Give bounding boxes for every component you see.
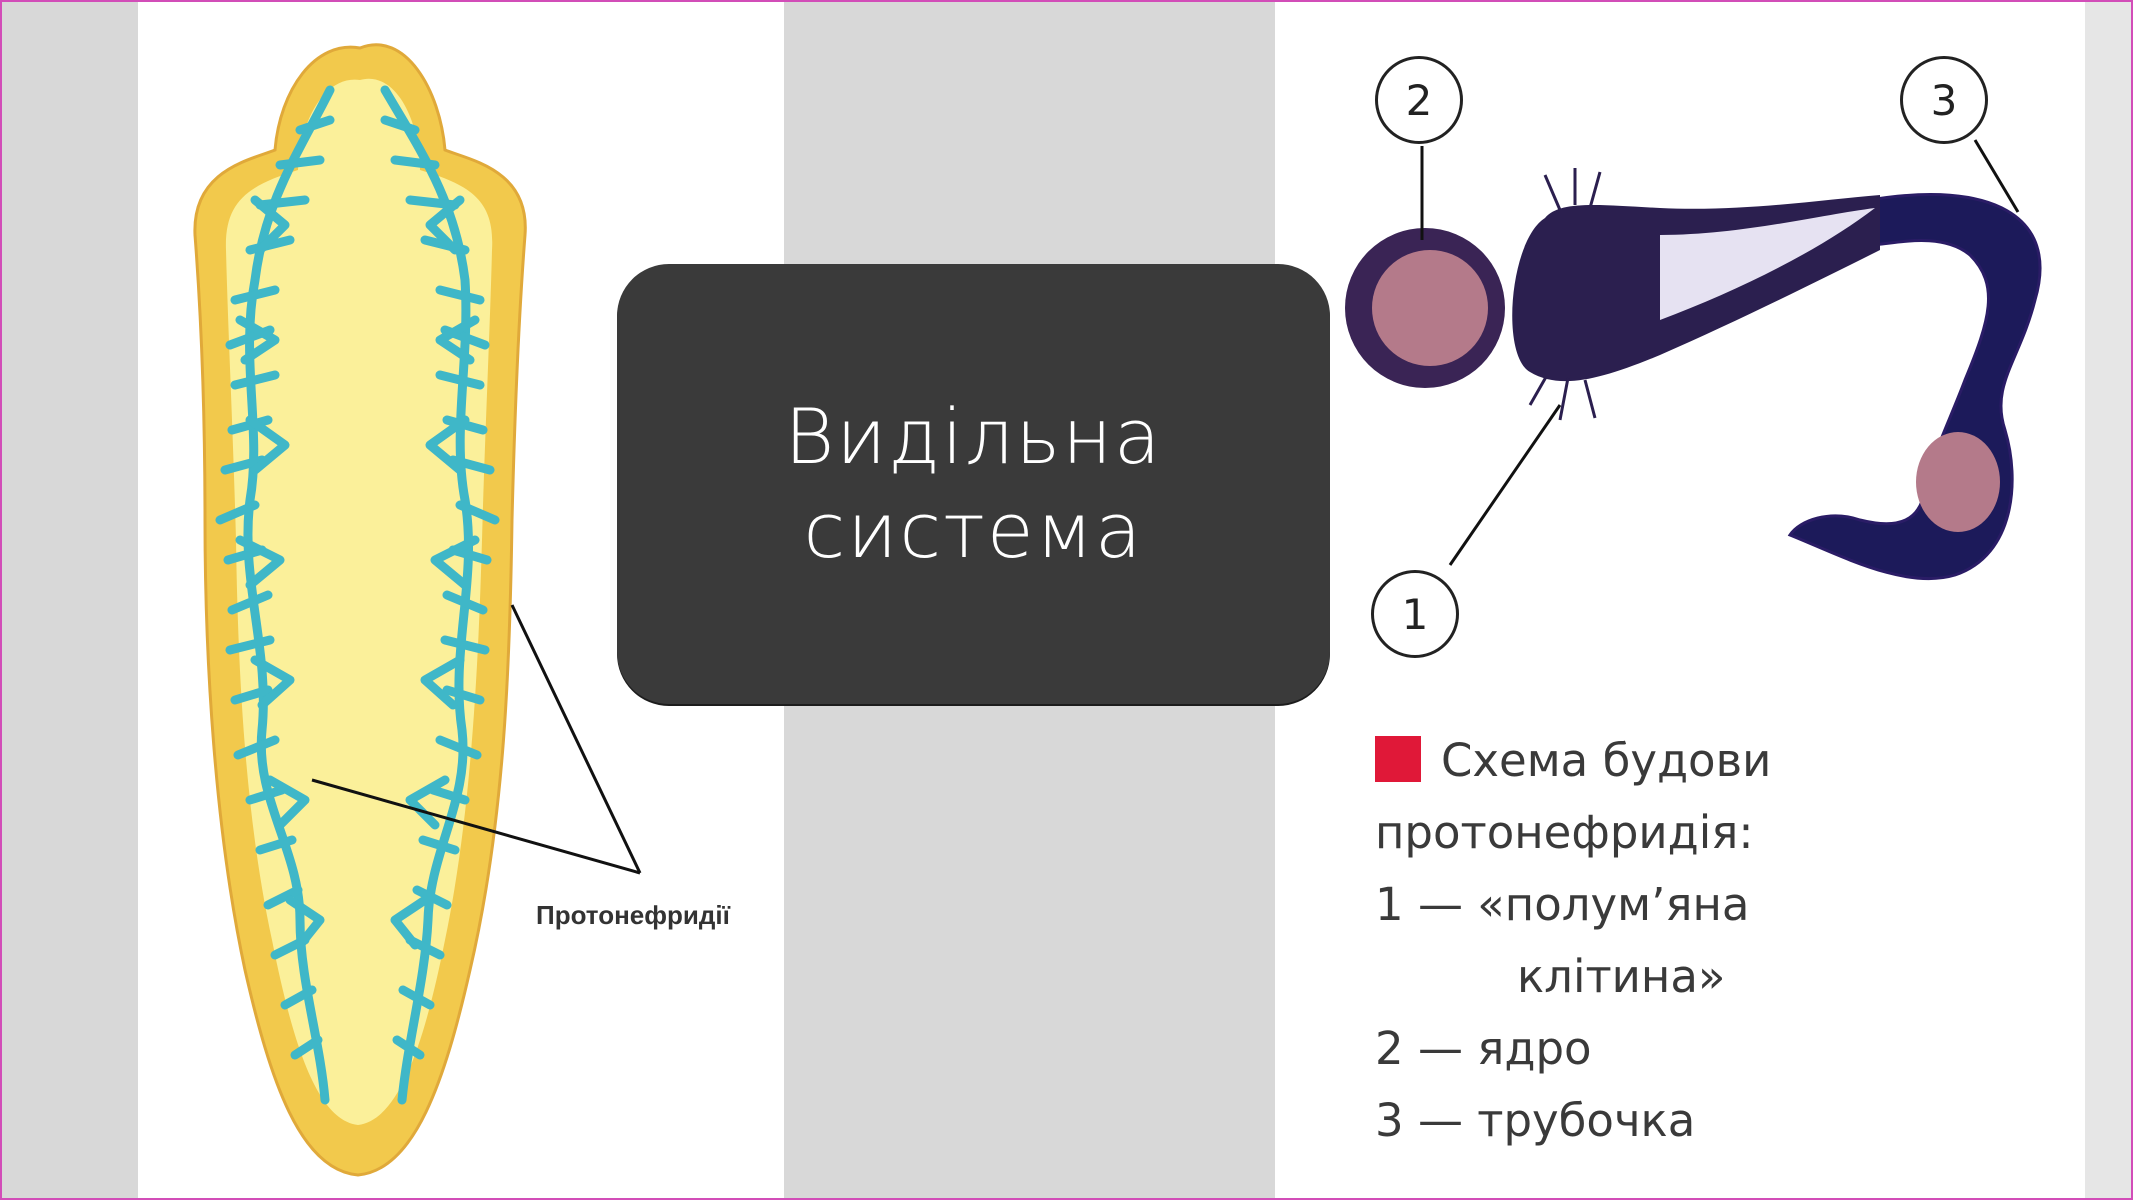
legend-caption-line2: протонефридія: [1375, 806, 1754, 859]
nucleus [1372, 250, 1488, 366]
legend-num: 2 [1375, 1022, 1404, 1075]
protonephridium-legend: Схема будови протонефридія: 1 — «полум’я… [1375, 725, 2075, 1157]
legend-marker [1375, 736, 1421, 782]
slide-title-line2: система [803, 486, 1144, 575]
legend-dash: — [1417, 1094, 1463, 1147]
cilia [1528, 168, 1602, 421]
legend-dash: — [1417, 1022, 1463, 1075]
legend-num: 3 [1375, 1094, 1404, 1147]
tubule-nucleus [1916, 432, 2000, 532]
legend-text: ядро [1477, 1022, 1592, 1075]
legend-text: «полум’яна [1477, 878, 1750, 931]
legend-caption-line1: Схема будови [1375, 725, 2075, 797]
legend-item-2: 2 — ядро [1375, 1013, 2075, 1085]
right-gutter [2085, 2, 2131, 1198]
legend-text: трубочка [1477, 1094, 1696, 1147]
slide-title-box: Видільна система [617, 264, 1330, 704]
callout-3: 3 [1900, 56, 1988, 144]
protonephridia-canals [215, 85, 500, 1105]
callout-1: 1 [1371, 570, 1459, 658]
legend-item-1: 1 — «полум’яна [1375, 869, 2075, 941]
label-pointer-lines [311, 604, 642, 875]
slide-title-line1: Видільна [784, 392, 1163, 481]
protonephridia-label: Протонефридії [536, 900, 730, 930]
cilia-tuft [1660, 208, 1875, 320]
legend-num: 1 [1375, 878, 1404, 931]
caption-text-1: Схема будови [1441, 734, 1772, 787]
legend-dash: — [1417, 878, 1463, 931]
callout-2: 2 [1375, 56, 1463, 144]
legend-item-1-cont: клітина» [1517, 950, 1726, 1003]
legend-item-3: 3 — трубочка [1375, 1085, 2075, 1157]
slide-title: Видільна система [784, 390, 1162, 578]
callout-lines [1420, 139, 2020, 566]
